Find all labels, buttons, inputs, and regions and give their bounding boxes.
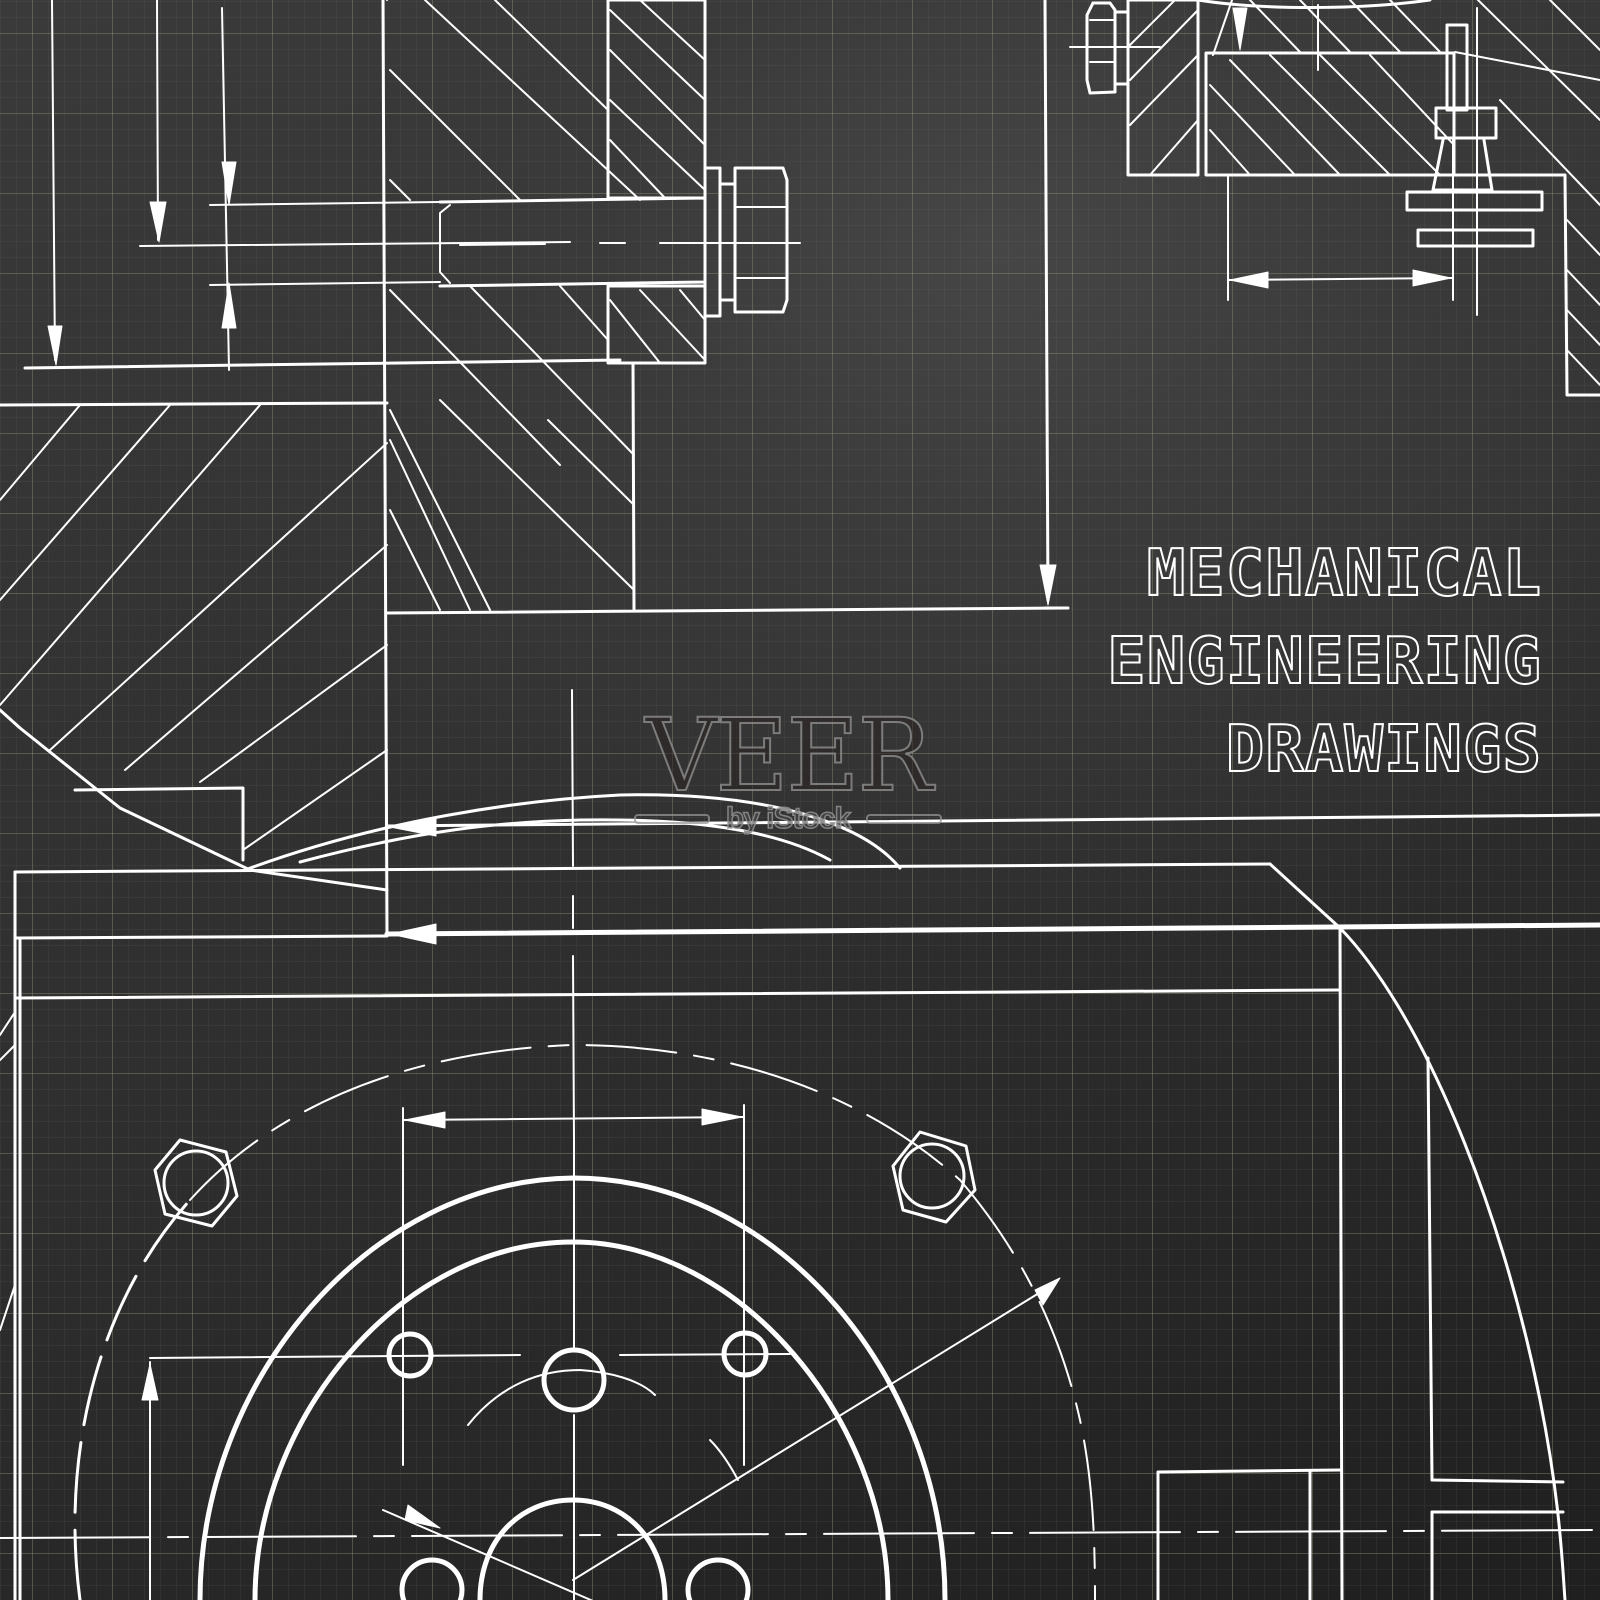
title-line-1: MECHANICAL [1146, 536, 1542, 612]
top-right-assembly [1039, 0, 1600, 610]
top-left-section-view [23, 0, 801, 937]
title-line-3: DRAWINGS [1225, 712, 1542, 788]
title-line-2: ENGINEERING [1106, 624, 1542, 700]
title-block: MECHANICAL ENGINEERING DRAWINGS [1106, 530, 1542, 794]
middle-assembly [0, 689, 1600, 1600]
left-hatched-body [0, 0, 1067, 892]
flange-front-view [0, 1044, 1600, 1600]
